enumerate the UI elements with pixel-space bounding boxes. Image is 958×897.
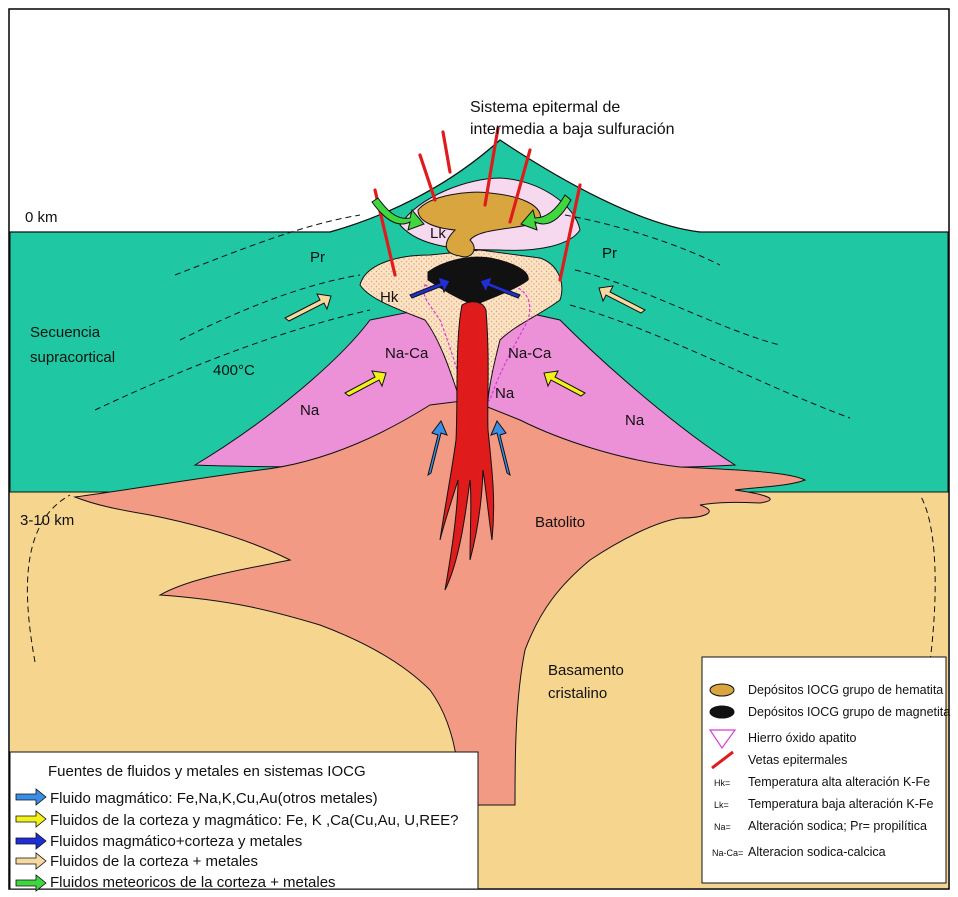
legend: Depósitos IOCG grupo de hematita Depósit… — [702, 657, 950, 883]
source-item-magmatic-crust: Fluidos magmático+corteza y metales — [50, 833, 302, 850]
depth-deep-label: 3-10 km — [20, 512, 74, 529]
tan-ellipse-icon — [710, 684, 734, 696]
temp-400-label: 400°C — [213, 362, 255, 379]
na-label-right: Na — [625, 412, 645, 429]
epithermal-label-1: Sistema epitermal de — [470, 99, 620, 116]
legend-item-lk: Temperatura baja alteración K-Fe — [748, 797, 934, 811]
epithermal-label-2: intermedia a baja sulfuración — [470, 121, 675, 138]
basamento-label-2: cristalino — [548, 685, 607, 702]
supracortical-label-2: supracortical — [30, 349, 115, 366]
black-ellipse-icon — [710, 706, 734, 718]
legend-symbol-lk: Lk= — [714, 800, 729, 810]
legend-item-naca: Alteracion sodica-calcica — [748, 845, 886, 859]
legend-item-veins: Vetas epitermales — [748, 753, 847, 767]
legend-item-na: Alteración sodica; Pr= propilítica — [748, 819, 927, 833]
source-item-meteoric: Fluidos meteoricos de la corteza + metal… — [50, 874, 336, 891]
legend-symbol-naca: Na-Ca= — [712, 848, 743, 858]
legend-symbol-na: Na= — [714, 822, 731, 832]
fluid-sources-legend: Fuentes de fluidos y metales en sistemas… — [10, 752, 478, 891]
na-label-center: Na — [495, 385, 515, 402]
source-item-crust-magmatic: Fluidos de la corteza y magmático: Fe, K… — [50, 812, 459, 829]
lk-label: Lk — [430, 225, 446, 242]
fluid-sources-title: Fuentes de fluidos y metales en sistemas… — [48, 763, 366, 780]
supracortical-label-1: Secuencia — [30, 324, 101, 341]
legend-item-ioa: Hierro óxido apatito — [748, 731, 856, 745]
na-ca-label-left: Na-Ca — [385, 345, 429, 362]
na-ca-label-right: Na-Ca — [508, 345, 552, 362]
source-item-crust: Fluidos de la corteza + metales — [50, 853, 258, 870]
basamento-label-1: Basamento — [548, 662, 624, 679]
hk-label: Hk — [380, 289, 399, 306]
legend-item-magnetite: Depósitos IOCG grupo de magnetita — [748, 705, 950, 719]
batolito-label: Batolito — [535, 514, 585, 531]
na-label-left: Na — [300, 402, 320, 419]
pr-label-left: Pr — [310, 249, 325, 266]
legend-item-hematite: Depósitos IOCG grupo de hematita — [748, 683, 943, 697]
depth-surface-label: 0 km — [25, 209, 58, 226]
legend-item-hk: Temperatura alta alteración K-Fe — [748, 775, 930, 789]
source-item-magmatic: Fluido magmático: Fe,Na,K,Cu,Au(otros me… — [50, 790, 378, 807]
legend-symbol-hk: Hk= — [714, 778, 730, 788]
pr-label-right: Pr — [602, 245, 617, 262]
